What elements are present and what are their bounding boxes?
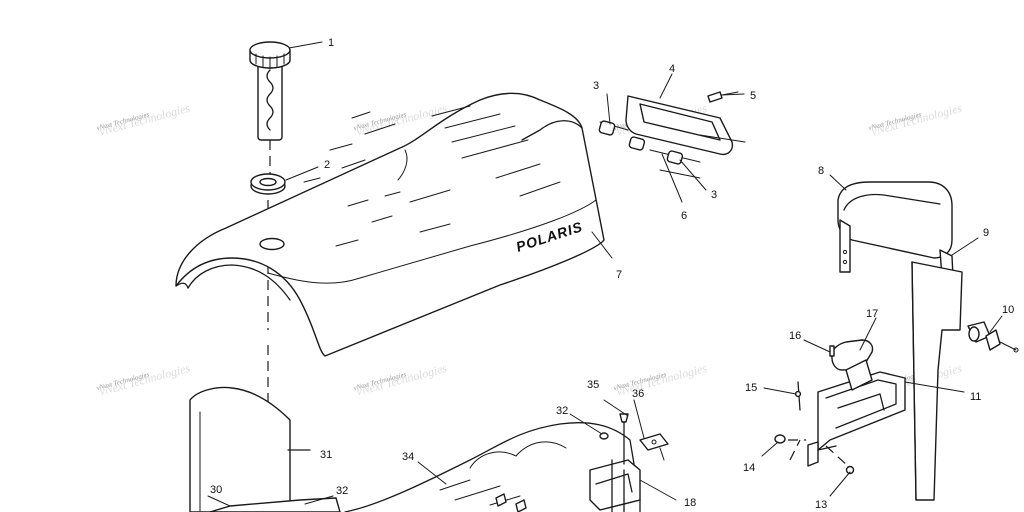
fuel-tank-part [189, 386, 311, 512]
lower-assembly [209, 413, 669, 512]
callout-32a: 32 [556, 405, 568, 417]
callout-3b: 3 [711, 189, 717, 201]
mount-plate [911, 261, 963, 501]
clip-36 [639, 433, 669, 451]
watermark-1: vNext Technologies vNext Technologies [96, 101, 192, 139]
callout-11: 11 [970, 391, 981, 403]
backrest-assembly [774, 181, 1019, 501]
callout-31: 31 [320, 449, 332, 461]
callout-30: 30 [210, 484, 222, 496]
callout-2: 2 [324, 159, 330, 171]
callout-36: 36 [632, 388, 644, 400]
callout-6: 6 [681, 210, 687, 222]
callout-16: 16 [789, 330, 801, 342]
socket-3a [598, 120, 616, 136]
callout-14: 14 [743, 462, 755, 474]
nut-13 [845, 465, 855, 475]
washer-14 [774, 434, 786, 444]
screw-5 [707, 91, 723, 103]
callout-1: 1 [328, 37, 334, 49]
callout-7: 7 [616, 269, 622, 281]
callout-34: 34 [402, 451, 414, 463]
callout-13: 13 [815, 499, 827, 511]
seat-part: POLARIS [175, 92, 605, 357]
pin-16 [829, 345, 835, 357]
callout-4: 4 [669, 63, 675, 75]
watermark-5: vNext Technologies vNext Technologies [96, 361, 192, 399]
fuel-cap-part [249, 41, 291, 175]
callout-32b: 32 [336, 485, 348, 497]
taillight-assembly [598, 91, 746, 179]
bulb-6 [628, 136, 646, 151]
callout-3a: 3 [593, 80, 599, 92]
knob-10 [967, 321, 1019, 353]
socket-3b [666, 150, 684, 165]
callout-15: 15 [745, 382, 757, 394]
callout-5: 5 [750, 90, 756, 102]
callout-numbers: 1 2 3 4 5 6 3 7 8 9 10 11 17 16 15 14 13… [210, 37, 1014, 511]
watermark-6: vNext Technologies vNext Technologies [353, 361, 449, 399]
callout-35: 35 [587, 379, 599, 391]
callout-18: 18 [684, 497, 696, 509]
callout-10: 10 [1002, 304, 1014, 316]
grommet-part [250, 173, 286, 195]
watermark-7: vNext Technologies vNext Technologies [613, 361, 709, 399]
watermark-4: vNext Technologies vNext Technologies [868, 101, 964, 139]
callout-17: 17 [866, 308, 878, 320]
leader-lines [207, 41, 1003, 507]
callout-9: 9 [983, 227, 989, 239]
backrest-pad [837, 181, 953, 259]
callout-8: 8 [818, 165, 824, 177]
